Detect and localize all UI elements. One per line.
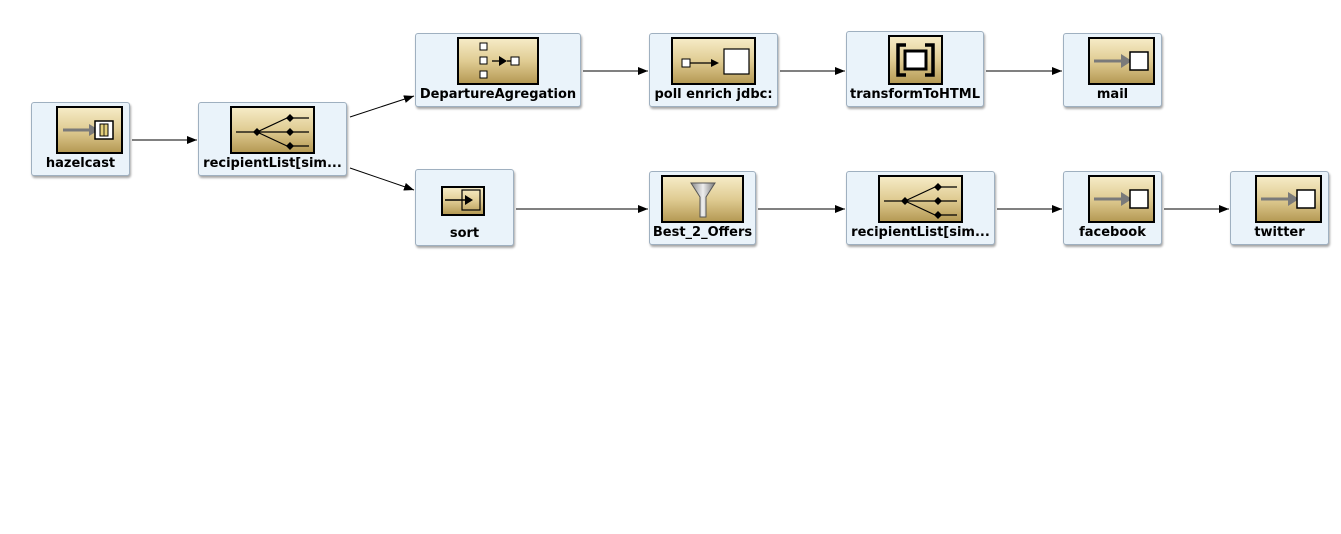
- connector-arrow-recipientList1-to-sort[interactable]: [349, 167, 415, 191]
- recipient-list-icon: [878, 175, 963, 223]
- route-node-mail[interactable]: mail: [1063, 33, 1162, 107]
- sort-icon: [441, 186, 485, 216]
- node-label: sort: [449, 226, 480, 241]
- route-node-pollEnrich[interactable]: poll enrich jdbc:: [649, 33, 778, 107]
- node-label: recipientList[sim...: [203, 156, 342, 171]
- aggregate-icon: [457, 37, 539, 85]
- node-label: mail: [1096, 87, 1129, 102]
- node-label: facebook: [1079, 225, 1146, 240]
- route-node-recipientList2[interactable]: recipientList[sim...: [846, 171, 995, 245]
- endpoint-out-icon: [1088, 175, 1155, 223]
- poll-enrich-icon: [671, 37, 756, 85]
- filter-icon: [661, 175, 744, 223]
- connector-arrow-recipientList1-to-departureAgregation[interactable]: [349, 95, 415, 118]
- route-node-sort[interactable]: sort: [415, 169, 514, 246]
- endpoint-out-icon: [1255, 175, 1322, 223]
- endpoint-out-icon: [1088, 37, 1155, 85]
- node-label: poll enrich jdbc:: [654, 87, 773, 102]
- route-node-hazelcast[interactable]: hazelcast: [31, 102, 130, 176]
- route-node-best2Offers[interactable]: Best_2_Offers: [649, 171, 756, 245]
- route-node-transformToHTML[interactable]: transformToHTML: [846, 31, 984, 107]
- route-node-recipientList1[interactable]: recipientList[sim...: [198, 102, 347, 176]
- route-node-departureAgregation[interactable]: DepartureAgregation: [415, 33, 581, 107]
- endpoint-in-icon: [56, 106, 123, 154]
- node-label: twitter: [1254, 225, 1305, 240]
- node-label: Best_2_Offers: [652, 225, 753, 240]
- route-node-twitter[interactable]: twitter: [1230, 171, 1329, 245]
- node-label: recipientList[sim...: [851, 225, 990, 240]
- transform-icon: [888, 35, 943, 85]
- node-label: transformToHTML: [850, 87, 980, 102]
- node-label: hazelcast: [45, 156, 116, 171]
- route-node-facebook[interactable]: facebook: [1063, 171, 1162, 245]
- recipient-list-icon: [230, 106, 315, 154]
- node-label: DepartureAgregation: [419, 87, 577, 102]
